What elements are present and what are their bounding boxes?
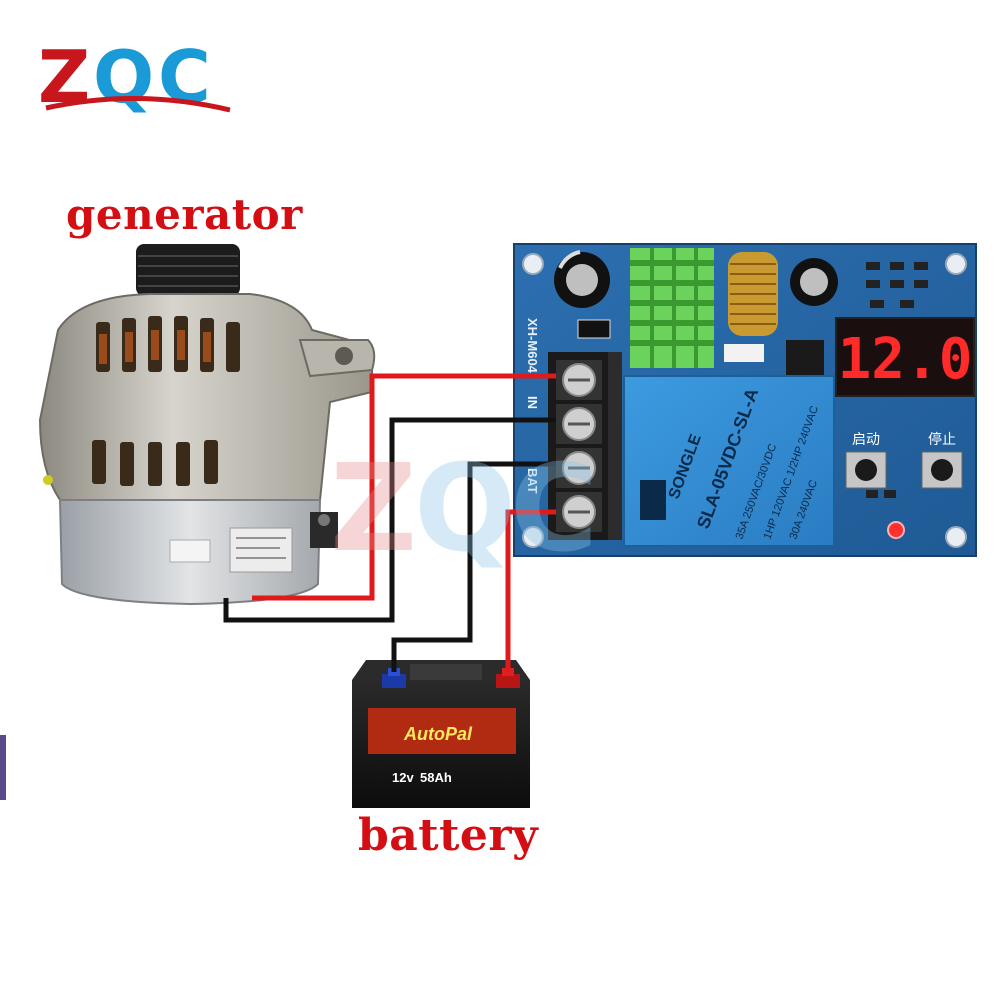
model-label: XH-M604 [525, 318, 540, 374]
battery: AutoPal 12v 58Ah [352, 660, 530, 808]
terminal-bat-label: BAT [525, 468, 540, 494]
wire-battery-positive [505, 509, 556, 672]
charge-control-module: XH-M604 [513, 243, 977, 557]
generator-label: generator [66, 190, 303, 239]
ic-chip [786, 340, 824, 378]
start-button[interactable] [845, 451, 887, 489]
pulley [136, 244, 240, 296]
battery-brand: AutoPal [403, 724, 473, 744]
battery-capacity: 58Ah [420, 770, 452, 785]
wire-battery-negative [391, 461, 556, 672]
stop-button[interactable] [921, 451, 963, 489]
wire-generator-positive [252, 373, 556, 601]
generator [38, 244, 376, 606]
battery-label: battery [358, 810, 539, 861]
terminal-in-plus[interactable] [556, 360, 602, 400]
edge-bar [0, 735, 6, 800]
terminal-in-minus[interactable] [556, 404, 602, 444]
start-button-label: 启动 [852, 431, 880, 447]
stop-button-label: 停止 [928, 431, 956, 447]
display-value: 12.0 [838, 327, 973, 392]
terminal-in-label: IN [525, 396, 540, 409]
svg-text:Z: Z [330, 440, 417, 579]
logo-swoosh [45, 96, 231, 113]
battery-label-strip [368, 708, 516, 754]
status-led [887, 521, 905, 539]
wires [223, 373, 556, 672]
terminal-bat-plus[interactable] [556, 492, 602, 532]
svg-text:Q: Q [414, 440, 516, 579]
zqc-logo: Z Q C [38, 35, 231, 119]
terminal-block [548, 352, 622, 540]
generator-sticker [229, 527, 293, 573]
relay: SONGLE SLA-05VDC-SL-A 35A 250VAC/30VDC 1… [623, 375, 835, 547]
terminal-bat-minus[interactable] [556, 448, 602, 488]
watermark-logo: Z Q C [330, 440, 598, 579]
svg-text:C: C [510, 440, 598, 579]
heatsink [630, 248, 714, 368]
inductor [728, 252, 778, 336]
battery-voltage: 12v [392, 770, 414, 785]
logo-letter-q: Q [93, 35, 154, 119]
wire-generator-negative [223, 417, 556, 623]
voltage-display [835, 317, 975, 397]
songle-logo [640, 480, 666, 520]
